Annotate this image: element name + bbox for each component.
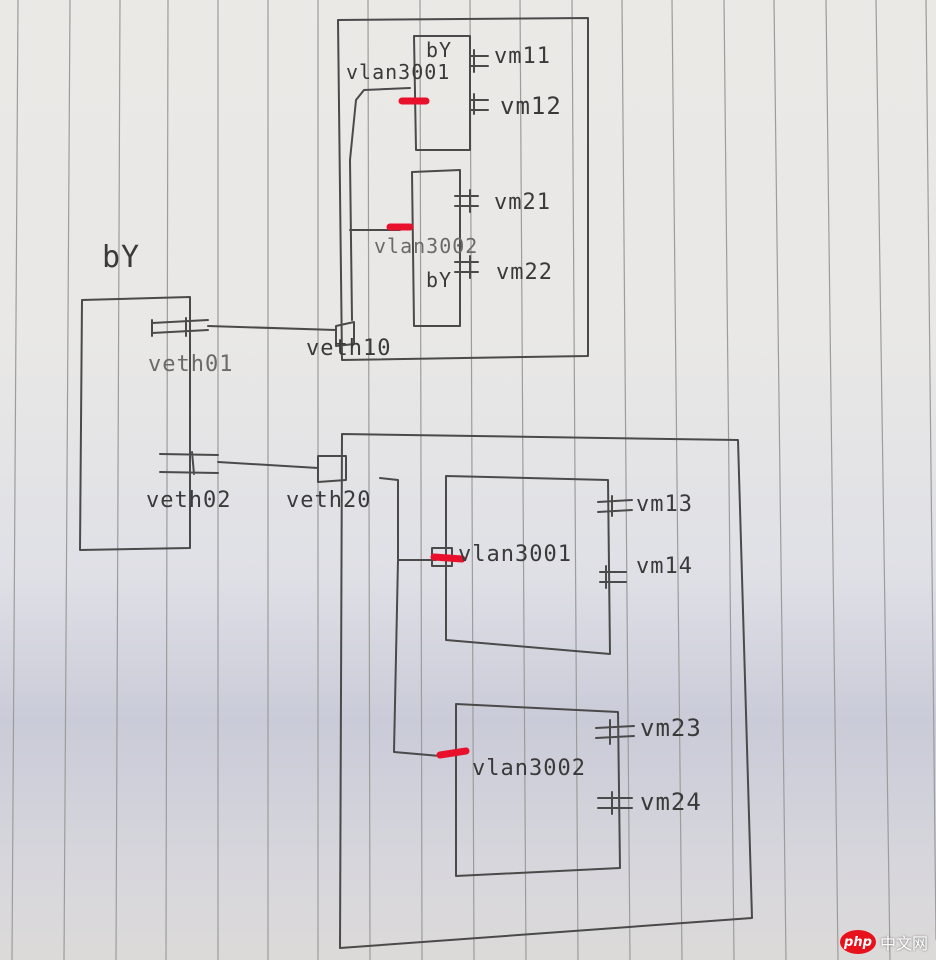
veth01-port (151, 317, 209, 337)
top-host-box (337, 17, 589, 361)
vm24-label: vm24 (640, 788, 702, 816)
watermark-site: 中文网 (879, 934, 928, 953)
top-vlan3001-label: vlan3001 (346, 60, 451, 84)
bottom-vlan3002-label: vlan3002 (472, 756, 586, 781)
veth02-port (159, 451, 219, 475)
bottom-bridge1-box (445, 475, 611, 655)
marker-bottom-vlan3002 (436, 747, 470, 759)
vm11-label: vm11 (494, 44, 551, 69)
marker-bottom-vlan3001 (430, 553, 466, 563)
watermark: php 中文网 (839, 930, 928, 954)
left-bridge-box (79, 296, 191, 551)
top-bridge1-label: bY (426, 38, 453, 62)
left-bridge-label: bY (102, 240, 141, 275)
vm12-label: vm12 (500, 92, 562, 120)
veth10-label: veth10 (306, 336, 392, 361)
vm14-label: vm14 (636, 554, 693, 579)
bottom-vlan3001-label: vlan3001 (458, 542, 572, 567)
veth02-label: veth02 (146, 488, 232, 513)
bottom-host-box (339, 433, 753, 949)
veth20-label: veth20 (286, 488, 372, 513)
top-bridge2-label: bY (426, 268, 453, 292)
link-veth02-veth20 (217, 461, 319, 469)
vm21-label: vm21 (494, 190, 551, 215)
php-logo-icon: php (839, 930, 876, 954)
link-veth01-veth10 (207, 325, 337, 331)
veth01-label: veth01 (148, 352, 234, 377)
vm22-label: vm22 (496, 260, 553, 285)
top-vlan3002-label: vlan3002 (374, 234, 479, 258)
vm23-label: vm23 (640, 714, 702, 742)
bottom-bridge2-box (455, 703, 621, 877)
top-bridge2-box (411, 169, 461, 327)
top-bridge1-box (413, 35, 471, 151)
vm13-label: vm13 (636, 492, 693, 517)
